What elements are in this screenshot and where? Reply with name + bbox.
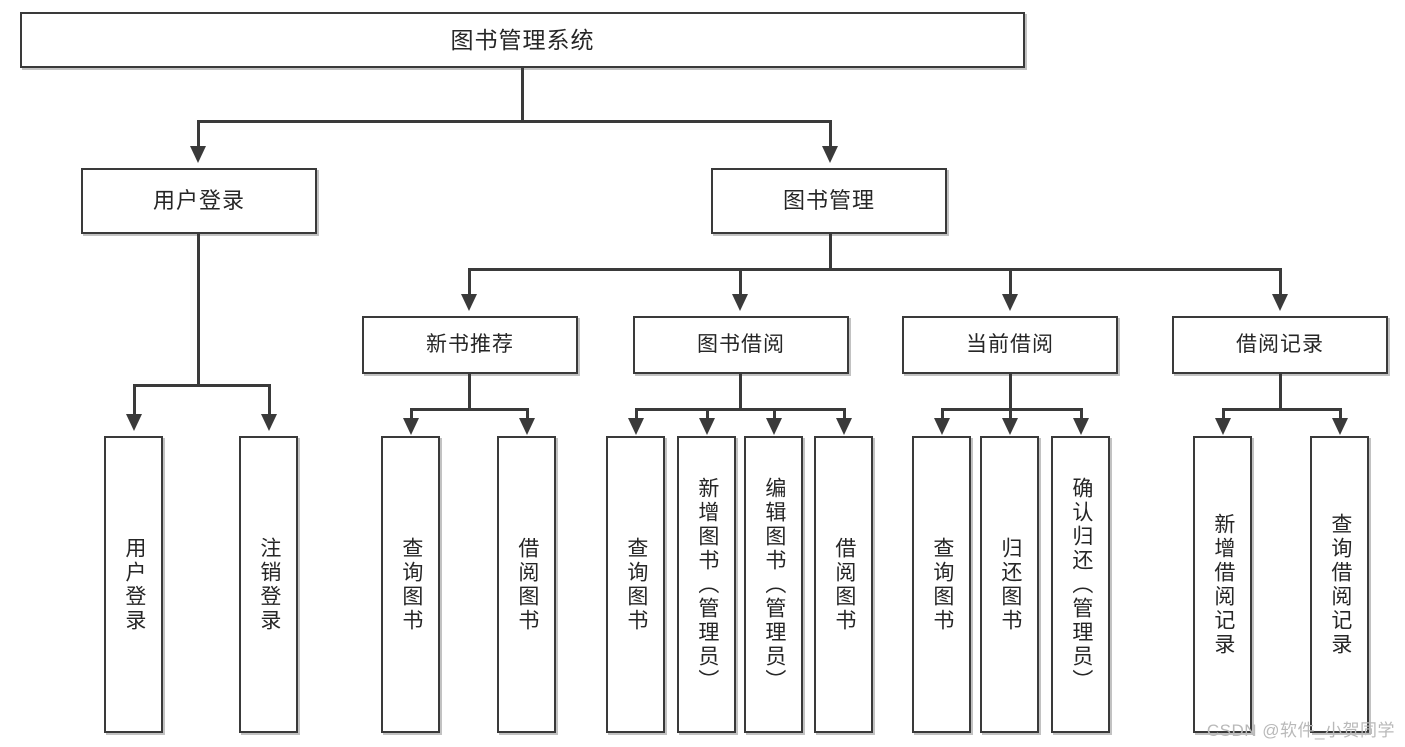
arrowhead-nb-1 [403,418,419,435]
connector-book-borrow-bus [635,408,843,411]
connector-drop-nb-2 [526,408,529,420]
arrowhead-br-1 [1215,418,1231,435]
node-label: 新书推荐 [426,332,514,356]
connector-drop-book-manage [829,120,832,148]
leaf-book-borrow-4[interactable]: 借阅图书 [814,436,873,733]
node-label: 图书管理 [782,188,875,214]
connector-drop-cb-3 [1080,408,1083,420]
leaf-borrow-record-1[interactable]: 新增借阅记录 [1193,436,1252,733]
connector-drop-cb-1 [941,408,944,420]
connector-drop-bb-3 [773,408,776,420]
arrowhead-book-manage [822,146,838,163]
connector-drop-br-1 [1222,408,1225,420]
leaf-label: 新增借阅记录 [1211,512,1235,657]
connector-drop-leaf-user-login-1 [133,384,136,416]
arrowhead-current-borrow [1002,294,1018,311]
connector-drop-borrow-record [1279,268,1282,296]
leaf-label: 编辑图书（管理员） [762,476,786,693]
leaf-label: 新增图书（管理员） [695,476,719,693]
arrowhead-book-borrow [732,294,748,311]
arrowhead-leaf-user-login-2 [261,414,277,431]
arrowhead-borrow-record [1272,294,1288,311]
arrowhead-cb-3 [1073,418,1089,435]
node-label: 借阅记录 [1236,332,1324,356]
node-book-management[interactable]: 图书管理 [711,168,947,234]
leaf-current-borrow-3[interactable]: 确认归还（管理员） [1051,436,1110,733]
connector-drop-new-book [468,268,471,296]
arrowhead-cb-2 [1002,418,1018,435]
connector-book-borrow-stem [739,374,742,410]
arrowhead-bb-3 [766,418,782,435]
connector-new-book-stem [468,374,471,410]
leaf-label: 查询图书 [624,536,648,633]
leaf-label: 查询图书 [399,536,423,633]
connector-drop-current-borrow [1009,268,1012,296]
connector-level3-bus [468,268,1280,271]
arrowhead-nb-2 [519,418,535,435]
leaf-borrow-record-2[interactable]: 查询借阅记录 [1310,436,1369,733]
arrowhead-new-book [461,294,477,311]
node-root-system[interactable]: 图书管理系统 [20,12,1025,68]
node-label: 图书管理系统 [450,26,595,53]
arrowhead-user-login [190,146,206,163]
leaf-book-borrow-3[interactable]: 编辑图书（管理员） [744,436,803,733]
node-new-book-recommend[interactable]: 新书推荐 [362,316,578,374]
leaf-user-login-2[interactable]: 注销登录 [239,436,298,733]
leaf-label: 借阅图书 [515,536,539,633]
connector-book-manage-stem [829,234,832,270]
node-user-login[interactable]: 用户登录 [81,168,317,234]
connector-drop-cb-2 [1009,408,1012,420]
arrowhead-cb-1 [934,418,950,435]
connector-drop-bb-4 [843,408,846,420]
connector-current-borrow-stem [1009,374,1012,410]
node-current-borrow[interactable]: 当前借阅 [902,316,1118,374]
leaf-new-book-1[interactable]: 查询图书 [381,436,440,733]
leaf-current-borrow-2[interactable]: 归还图书 [980,436,1039,733]
leaf-label: 用户登录 [122,536,146,633]
leaf-new-book-2[interactable]: 借阅图书 [497,436,556,733]
connector-drop-bb-1 [635,408,638,420]
connector-borrow-record-bus [1222,408,1339,411]
leaf-label: 查询借阅记录 [1328,512,1352,657]
connector-drop-br-2 [1339,408,1342,420]
leaf-user-login-1[interactable]: 用户登录 [104,436,163,733]
arrowhead-leaf-user-login-1 [126,414,142,431]
connector-drop-bb-2 [706,408,709,420]
connector-new-book-bus [410,408,526,411]
connector-root-bus [197,120,831,123]
arrowhead-bb-4 [836,418,852,435]
node-book-borrow[interactable]: 图书借阅 [633,316,849,374]
leaf-book-borrow-2[interactable]: 新增图书（管理员） [677,436,736,733]
node-label: 图书借阅 [697,332,785,356]
connector-user-login-bus [133,384,268,387]
leaf-label: 归还图书 [998,536,1022,633]
leaf-label: 注销登录 [257,536,281,633]
leaf-current-borrow-1[interactable]: 查询图书 [912,436,971,733]
connector-drop-leaf-user-login-2 [268,384,271,416]
node-label: 用户登录 [152,188,245,214]
connector-drop-user-login [197,120,200,148]
leaf-book-borrow-1[interactable]: 查询图书 [606,436,665,733]
watermark-text: CSDN @软件_小贺同学 [1206,721,1395,740]
connector-root-stem [521,68,524,122]
connector-drop-nb-1 [410,408,413,420]
leaf-label: 查询图书 [930,536,954,633]
arrowhead-bb-1 [628,418,644,435]
arrowhead-bb-2 [699,418,715,435]
connector-drop-book-borrow [739,268,742,296]
node-borrow-record[interactable]: 借阅记录 [1172,316,1388,374]
leaf-label: 借阅图书 [832,536,856,633]
connector-user-login-stem [197,234,200,386]
leaf-label: 确认归还（管理员） [1069,476,1093,693]
node-label: 当前借阅 [966,332,1054,356]
connector-borrow-record-stem [1279,374,1282,410]
arrowhead-br-2 [1332,418,1348,435]
